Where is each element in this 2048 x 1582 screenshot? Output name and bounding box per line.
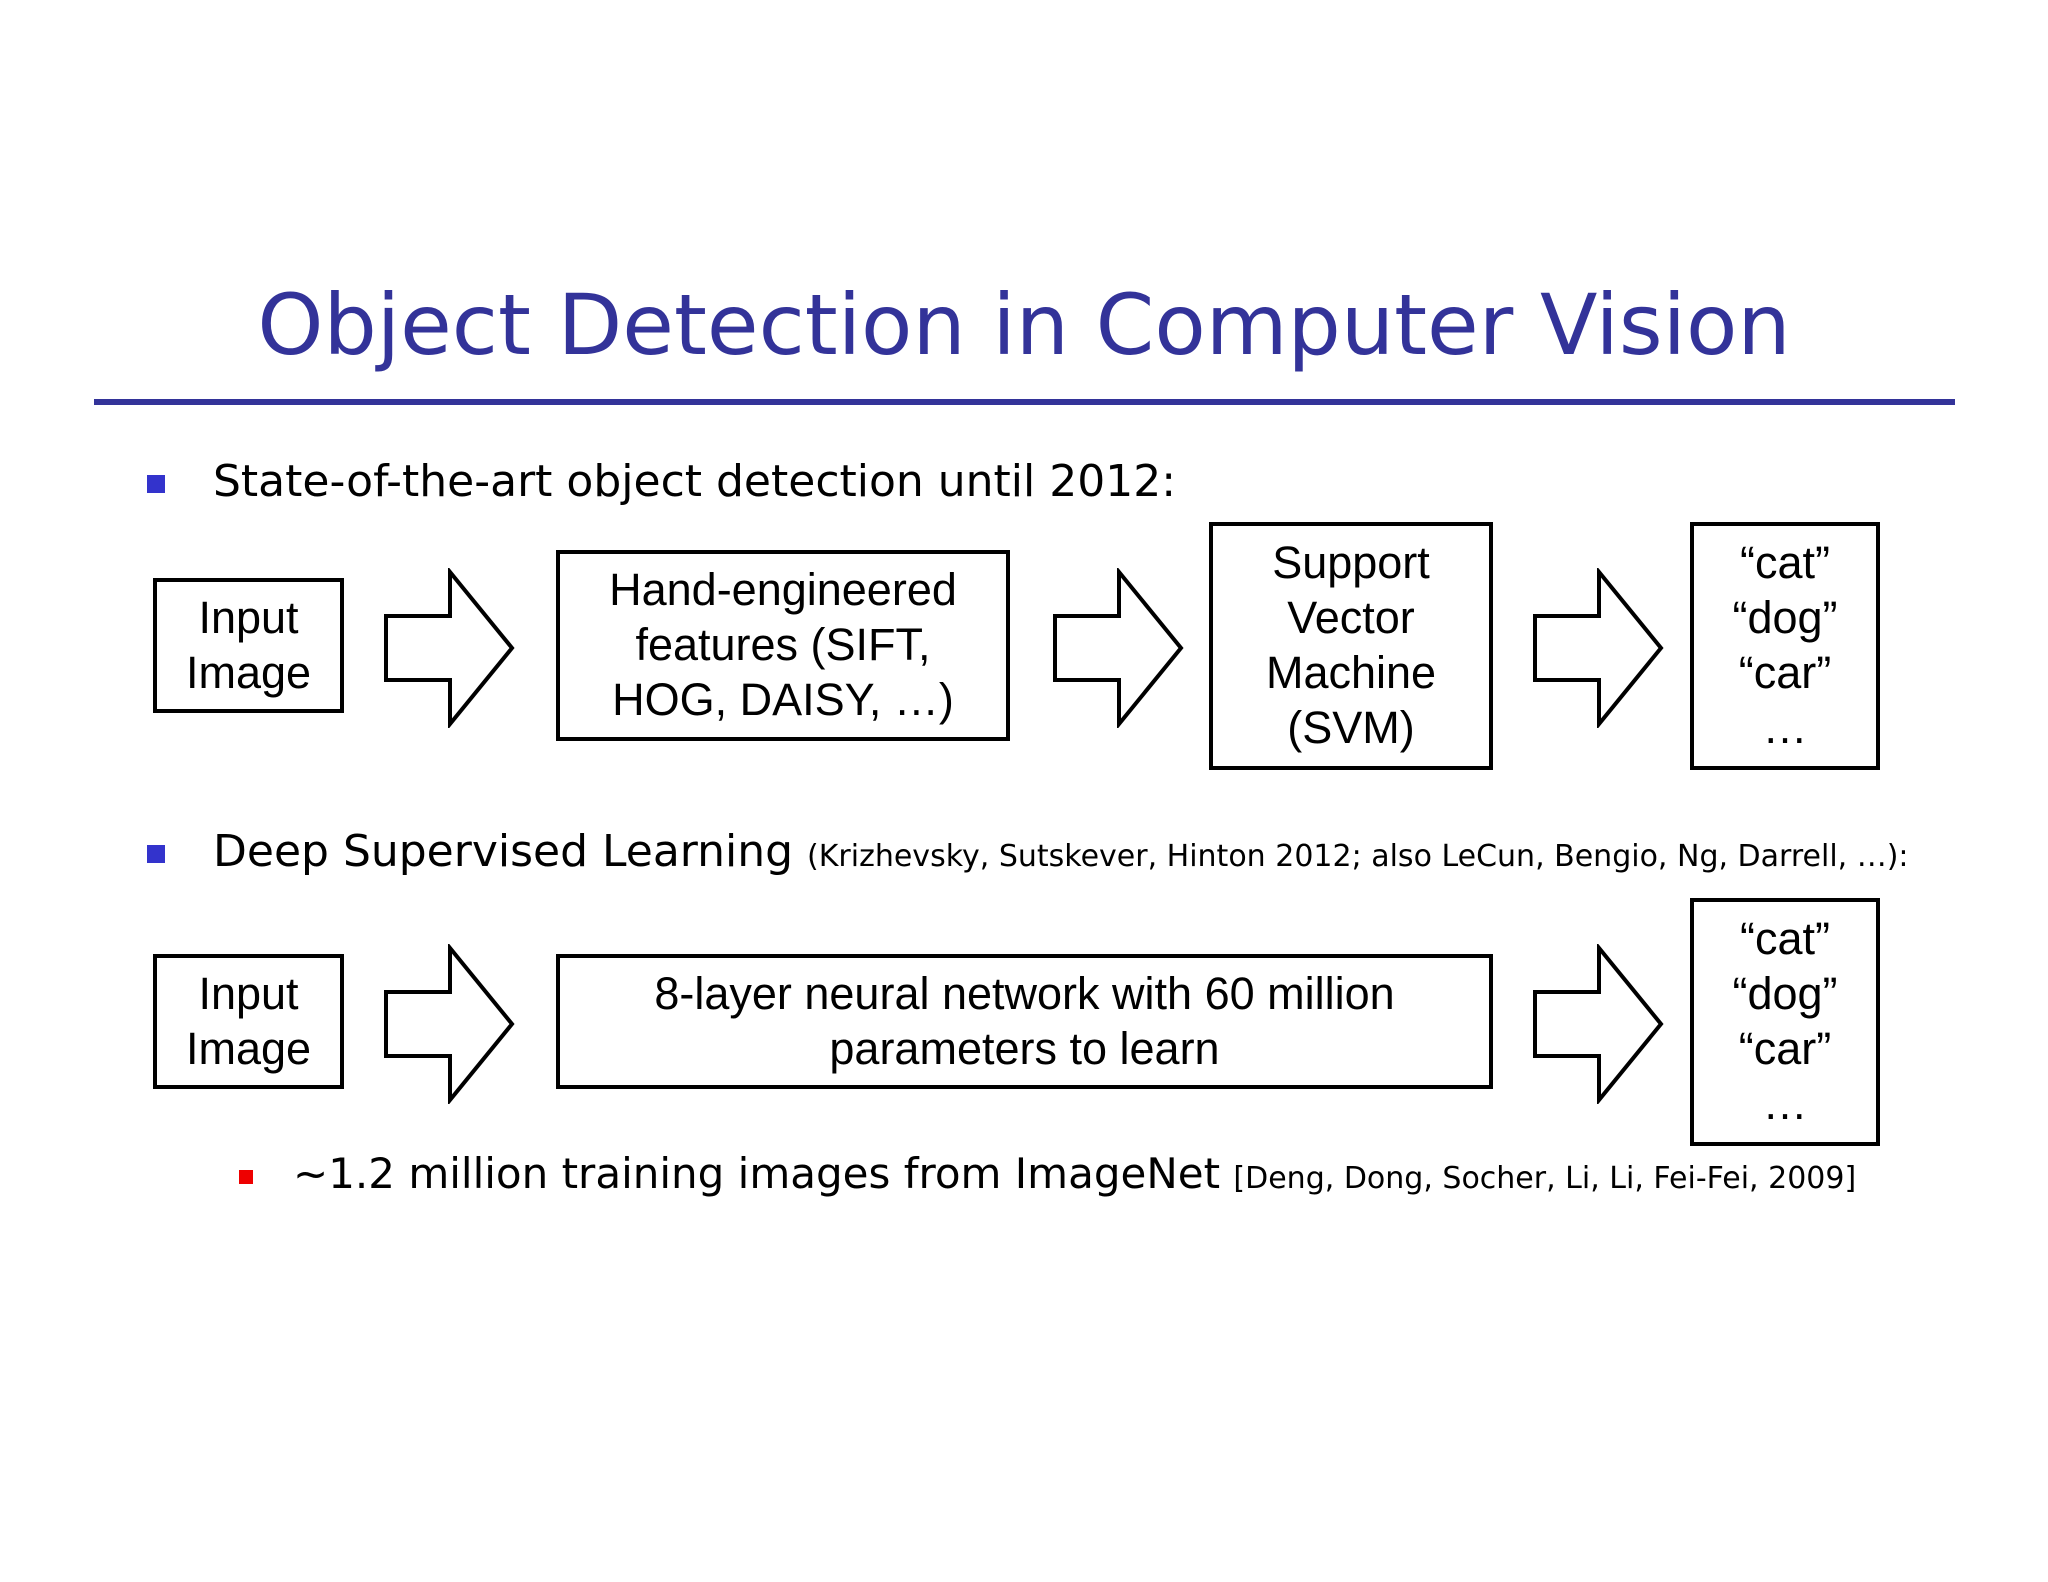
- bullet-state-of-the-art: State-of-the-art object detection until …: [213, 456, 1177, 507]
- right-arrow-icon: [1053, 568, 1184, 728]
- neural-network-box: 8-layer neural network with 60 million p…: [556, 954, 1493, 1089]
- right-arrow-icon: [1533, 568, 1664, 728]
- bullet-marker: [147, 845, 165, 863]
- right-arrow-icon: [384, 944, 515, 1104]
- input-image-box: Input Image: [153, 954, 344, 1089]
- sub-bullet-text: ~1.2 million training images from ImageN…: [293, 1149, 1221, 1198]
- bullet-deep-learning-text: Deep Supervised Learning: [213, 826, 794, 877]
- bullet-marker: [147, 475, 165, 493]
- svm-box: Support Vector Machine (SVM): [1209, 522, 1493, 770]
- slide-title: Object Detection in Computer Vision: [257, 276, 1791, 374]
- right-arrow-icon: [1533, 944, 1664, 1104]
- bullet-deep-learning-citation: (Krizhevsky, Sutskever, Hinton 2012; als…: [807, 839, 1909, 874]
- output-labels-box: “cat” “dog” “car” …: [1690, 522, 1880, 770]
- output-labels-box: “cat” “dog” “car” …: [1690, 898, 1880, 1146]
- title-underline: [94, 399, 1955, 405]
- sub-bullet-citation: [Deng, Dong, Socher, Li, Li, Fei-Fei, 20…: [1233, 1161, 1857, 1196]
- features-box: Hand-engineered features (SIFT, HOG, DAI…: [556, 550, 1010, 741]
- sub-bullet-imagenet: ~1.2 million training images from ImageN…: [293, 1153, 1856, 1195]
- right-arrow-icon: [384, 568, 515, 728]
- input-image-box: Input Image: [153, 578, 344, 713]
- bullet-deep-learning: Deep Supervised Learning (Krizhevsky, Su…: [213, 830, 1909, 874]
- sub-bullet-marker: [239, 1170, 253, 1184]
